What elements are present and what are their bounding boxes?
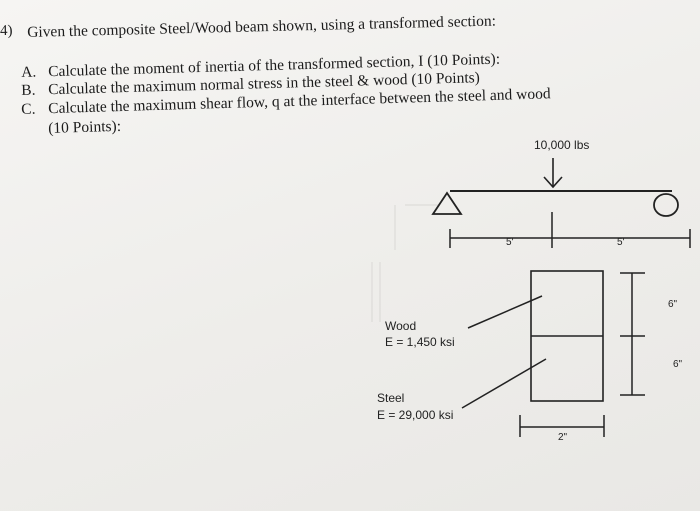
wood-leader [467, 295, 543, 329]
bottom-height-label: 6" [673, 359, 683, 370]
cross-section [530, 270, 604, 402]
steel-modulus: E = 29,000 ksi [377, 408, 454, 422]
show-through-lines [371, 204, 440, 322]
roller-support [653, 193, 679, 217]
steel-label: Steel [377, 391, 405, 405]
wood-label: Wood [385, 319, 417, 333]
wood-modulus: E = 1,450 ksi [385, 335, 455, 349]
span-left-label: 5' [506, 237, 514, 248]
height-dimension [620, 272, 645, 396]
load-label: 10,000 lbs [534, 138, 590, 152]
steel-leader [461, 358, 547, 409]
span-right-label: 5' [617, 237, 625, 248]
width-dimension [519, 415, 605, 437]
width-label: 2" [558, 432, 568, 443]
span-dimension [449, 212, 691, 248]
load-arrow [543, 158, 563, 189]
pin-support [431, 191, 463, 215]
top-height-label: 6" [668, 299, 678, 310]
